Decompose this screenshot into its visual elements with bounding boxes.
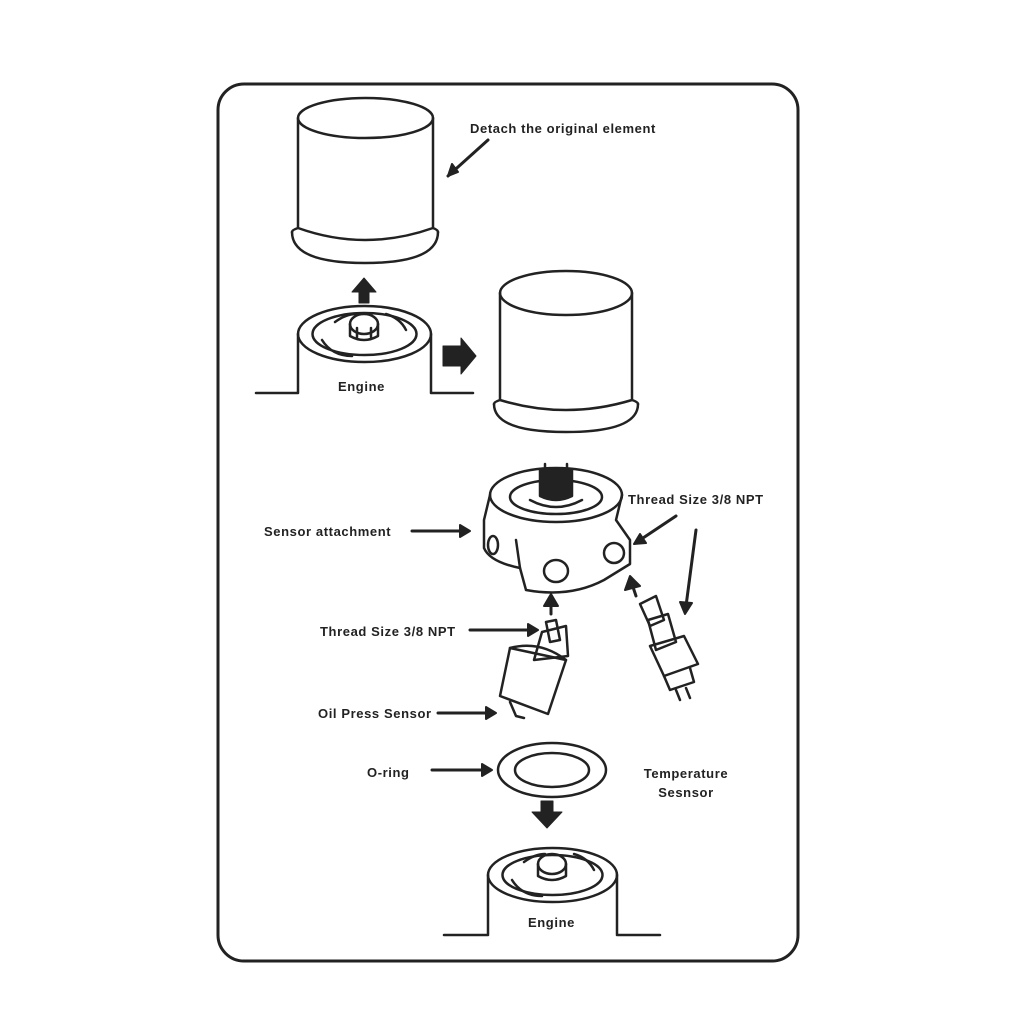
o-ring-part [496,741,608,799]
temperature-sensor-part [638,594,700,702]
label-engine-bottom: Engine [528,915,575,930]
down-arrow-install [531,800,563,829]
leader-arrows [410,138,698,777]
oil-pressure-sensor-part [498,618,570,720]
arrowhead-temp-sensor [679,601,693,615]
label-thread-size-left: Thread Size 3/8 NPT [320,624,456,639]
arrow-temp-sensor [684,528,698,608]
filter-element-moved [492,269,640,434]
label-oil-press-sensor: Oil Press Sensor [318,706,432,721]
label-detach-original-element: Detach the original element [470,121,656,136]
original-filter-element [290,96,440,265]
label-temperature-sensor-line2: Sesnsor [658,785,714,800]
up-arrow-remove-filter [351,277,377,304]
arrowhead-thread-size-right [633,533,647,545]
label-temperature-sensor-line1: Temperature [643,766,729,781]
arrowhead-detach [447,163,459,177]
label-thread-size-right: Thread Size 3/8 NPT [628,492,764,507]
engine-mount-top [254,304,475,395]
arrow-thread-size-right [638,514,678,542]
arrowhead-sensor-attachment [459,524,471,538]
sensor-sandwich-adapter [482,462,632,594]
label-o-ring: O-ring [367,765,410,780]
arrowhead-up-oil-sensor [543,593,559,607]
label-engine-top: Engine [338,379,385,394]
arrowhead-up-temp-sensor [624,575,641,591]
engine-mount-bottom [442,846,662,937]
page-frame [216,82,800,963]
arrowhead-oil-press-sensor [485,706,497,720]
arrowhead-o-ring [481,763,493,777]
right-arrow-replace [442,337,477,375]
label-sensor-attachment: Sensor attachment [264,524,392,539]
arrowhead-thread-size-left [527,623,539,637]
